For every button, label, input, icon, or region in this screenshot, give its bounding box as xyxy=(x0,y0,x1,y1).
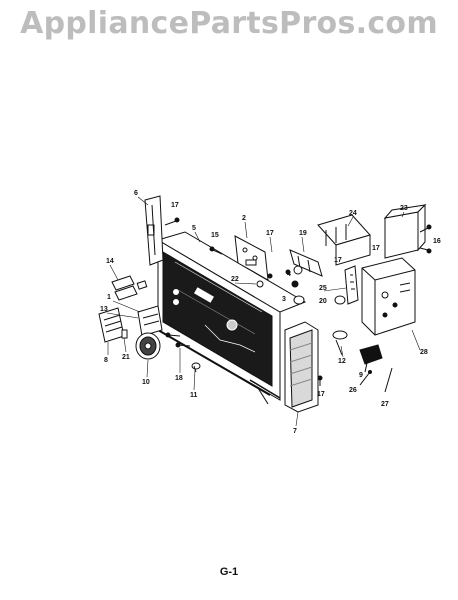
callout-4: 4 xyxy=(287,271,291,278)
callout-20: 20 xyxy=(319,298,327,305)
callout-27: 27 xyxy=(381,401,389,408)
callout-3: 3 xyxy=(282,296,286,303)
vent-grille-part xyxy=(284,321,319,413)
bracket-part xyxy=(144,195,164,266)
callout-8: 8 xyxy=(104,357,108,364)
timer-assembly-part xyxy=(361,257,416,336)
part-callouts: 6 17 5 2 17 15 19 24 23 17 17 16 14 22 4… xyxy=(100,190,441,435)
callout-16: 16 xyxy=(433,238,441,245)
wire-part xyxy=(359,367,393,393)
leader-lines xyxy=(106,196,421,427)
callout-1: 1 xyxy=(107,294,111,301)
callout-10: 10 xyxy=(142,379,150,386)
callout-5: 5 xyxy=(192,225,196,232)
control-knob-part xyxy=(135,332,161,360)
callout-19: 19 xyxy=(299,230,307,237)
callout-22: 22 xyxy=(231,276,239,283)
callout-17: 17 xyxy=(372,245,380,252)
screw-part xyxy=(317,375,323,386)
screw-part xyxy=(419,224,432,254)
connector-part xyxy=(332,330,383,373)
callout-23: 23 xyxy=(400,205,408,212)
foot-part xyxy=(191,362,201,373)
callout-15: 15 xyxy=(211,232,219,239)
watermark-logo: AppliancePartsPros.com xyxy=(20,6,438,41)
screw-part xyxy=(209,246,223,255)
switch-part xyxy=(289,249,323,277)
callout-17: 17 xyxy=(334,257,342,264)
callout-26: 26 xyxy=(349,387,357,394)
knob-bezel-part xyxy=(98,307,125,343)
callout-11: 11 xyxy=(190,392,198,399)
callout-24: 24 xyxy=(349,210,357,217)
callout-17: 17 xyxy=(317,391,325,398)
cover-part xyxy=(383,203,427,259)
callout-17: 17 xyxy=(266,230,274,237)
callout-17: 17 xyxy=(171,202,179,209)
screw-part xyxy=(165,332,191,348)
callout-28: 28 xyxy=(420,349,428,356)
callout-12: 12 xyxy=(338,358,346,365)
knob-part xyxy=(256,265,346,305)
mounting-bracket-part xyxy=(234,235,269,281)
callout-18: 18 xyxy=(175,375,183,382)
button-strip-part xyxy=(137,305,163,337)
switch-strip-part xyxy=(344,265,359,305)
terminal-block-part xyxy=(317,214,371,266)
callout-9: 9 xyxy=(359,372,363,379)
button-set-part xyxy=(111,275,148,301)
callout-25: 25 xyxy=(319,285,327,292)
screw-part xyxy=(164,217,180,226)
callout-14: 14 xyxy=(106,258,114,265)
callout-2: 2 xyxy=(242,215,246,222)
control-panel-part xyxy=(156,231,307,405)
callout-7: 7 xyxy=(293,428,297,435)
callout-13: 13 xyxy=(100,306,108,313)
callout-21: 21 xyxy=(122,354,130,361)
clip-part xyxy=(121,329,128,339)
page-label: G-1 xyxy=(219,566,239,578)
callout-6: 6 xyxy=(134,190,138,197)
